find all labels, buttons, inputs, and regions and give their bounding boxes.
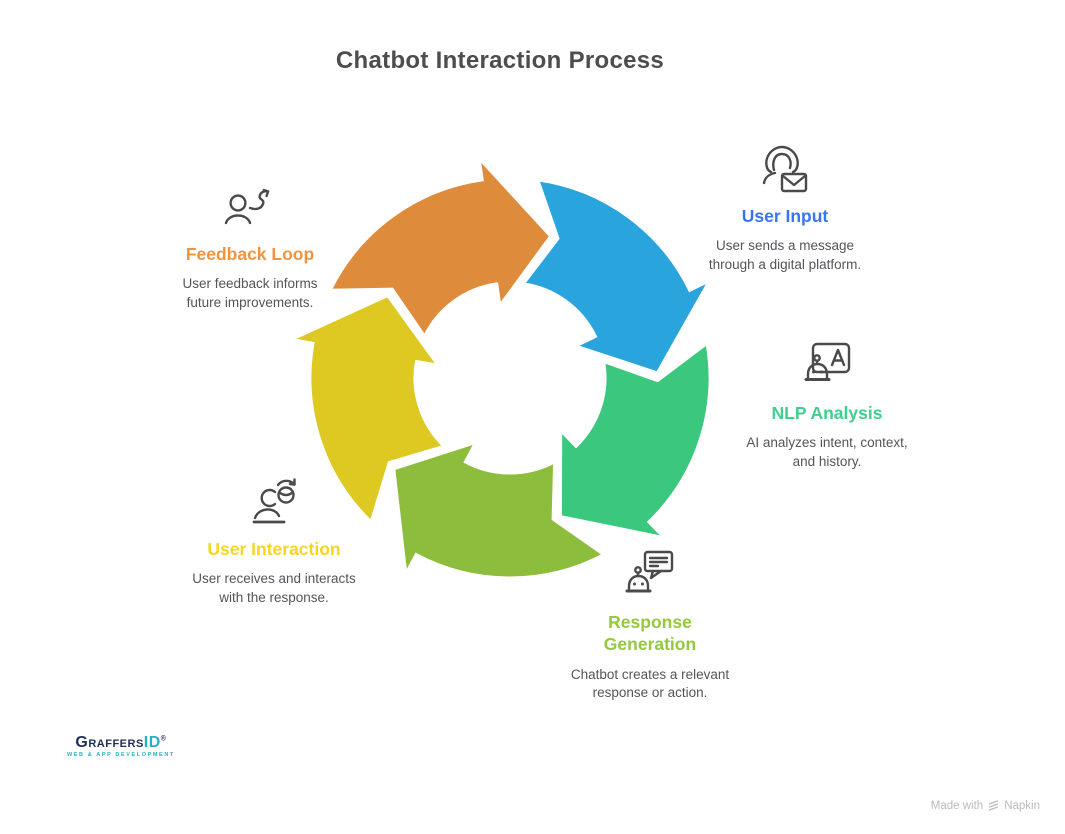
step-title: User Input — [741, 206, 829, 226]
person-squiggle-arrow-icon — [224, 188, 270, 225]
logo-word: Graffers — [75, 734, 144, 751]
step-title: Feedback Loop — [185, 244, 315, 264]
page-title: Chatbot Interaction Process — [335, 47, 665, 74]
step-desc: User feedback informs future improvement… — [145, 275, 355, 312]
step-desc-line: User sends a message — [715, 238, 855, 254]
step-desc-line: response or action. — [592, 685, 708, 701]
registered-mark: ® — [160, 735, 167, 743]
step-desc-line: User receives and interacts — [192, 571, 356, 587]
step-response-generation: Response Generation Chatbot creates a re… — [550, 549, 750, 703]
napkin-icon — [988, 800, 999, 811]
napkin-credit: Made with Napkin — [931, 799, 1040, 812]
step-desc-line: AI analyzes intent, context, — [746, 435, 908, 451]
step-user-interaction: User Interaction User receives and inter… — [168, 476, 380, 608]
cycle-diagram — [286, 153, 714, 580]
step-desc-line: Chatbot creates a relevant — [570, 666, 730, 682]
logo-tagline: WEB & APP DEVELOPMENT — [67, 752, 175, 758]
graffersid-logo-text: GraffersID® — [67, 735, 175, 751]
cycle-segment-feedback-loop — [327, 153, 553, 340]
step-desc-line: User feedback informs — [182, 276, 318, 292]
step-icon-wrap — [680, 143, 890, 197]
step-user-input: User Input User sends a message through … — [680, 143, 890, 275]
step-nlp-analysis: NLP Analysis AI analyzes intent, context… — [722, 340, 932, 472]
step-desc-line: with the response. — [219, 590, 329, 606]
step-title: User Interaction — [207, 539, 341, 559]
step-icon-wrap — [550, 549, 750, 603]
step-icon-wrap — [722, 340, 932, 394]
step-desc: Chatbot creates a relevant response or a… — [550, 666, 750, 703]
cycle-segment-user-input — [520, 178, 714, 375]
step-desc-line: and history. — [792, 454, 862, 470]
person-envelope-icon — [762, 145, 808, 193]
step-desc: AI analyzes intent, context, and history… — [722, 434, 932, 471]
step-desc: User sends a message through a digital p… — [680, 237, 890, 274]
robot-chat-icon — [625, 550, 674, 593]
credit-text: Made with — [930, 799, 984, 812]
step-icon-wrap — [168, 476, 380, 530]
cycle-segment-nlp-analysis — [558, 340, 712, 541]
step-desc-line: future improvements. — [186, 295, 314, 311]
robot-screen-icon — [804, 342, 851, 381]
cycle-segment-response-generation — [392, 439, 607, 580]
step-feedback-loop: Feedback Loop User feedback informs futu… — [145, 181, 355, 313]
step-title: Response Generation — [603, 612, 697, 655]
person-refresh-icon — [252, 478, 296, 524]
cycle-segment-user-interaction — [286, 293, 447, 525]
step-desc-line: through a digital platform. — [708, 257, 862, 273]
step-title: NLP Analysis — [771, 403, 883, 423]
logo-suffix: ID — [143, 734, 161, 751]
graffersid-logo: GraffersID® WEB & APP DEVELOPMENT — [67, 735, 175, 759]
credit-brand: Napkin — [1004, 799, 1040, 812]
step-icon-wrap — [145, 181, 355, 235]
step-desc: User receives and interacts with the res… — [168, 570, 380, 607]
